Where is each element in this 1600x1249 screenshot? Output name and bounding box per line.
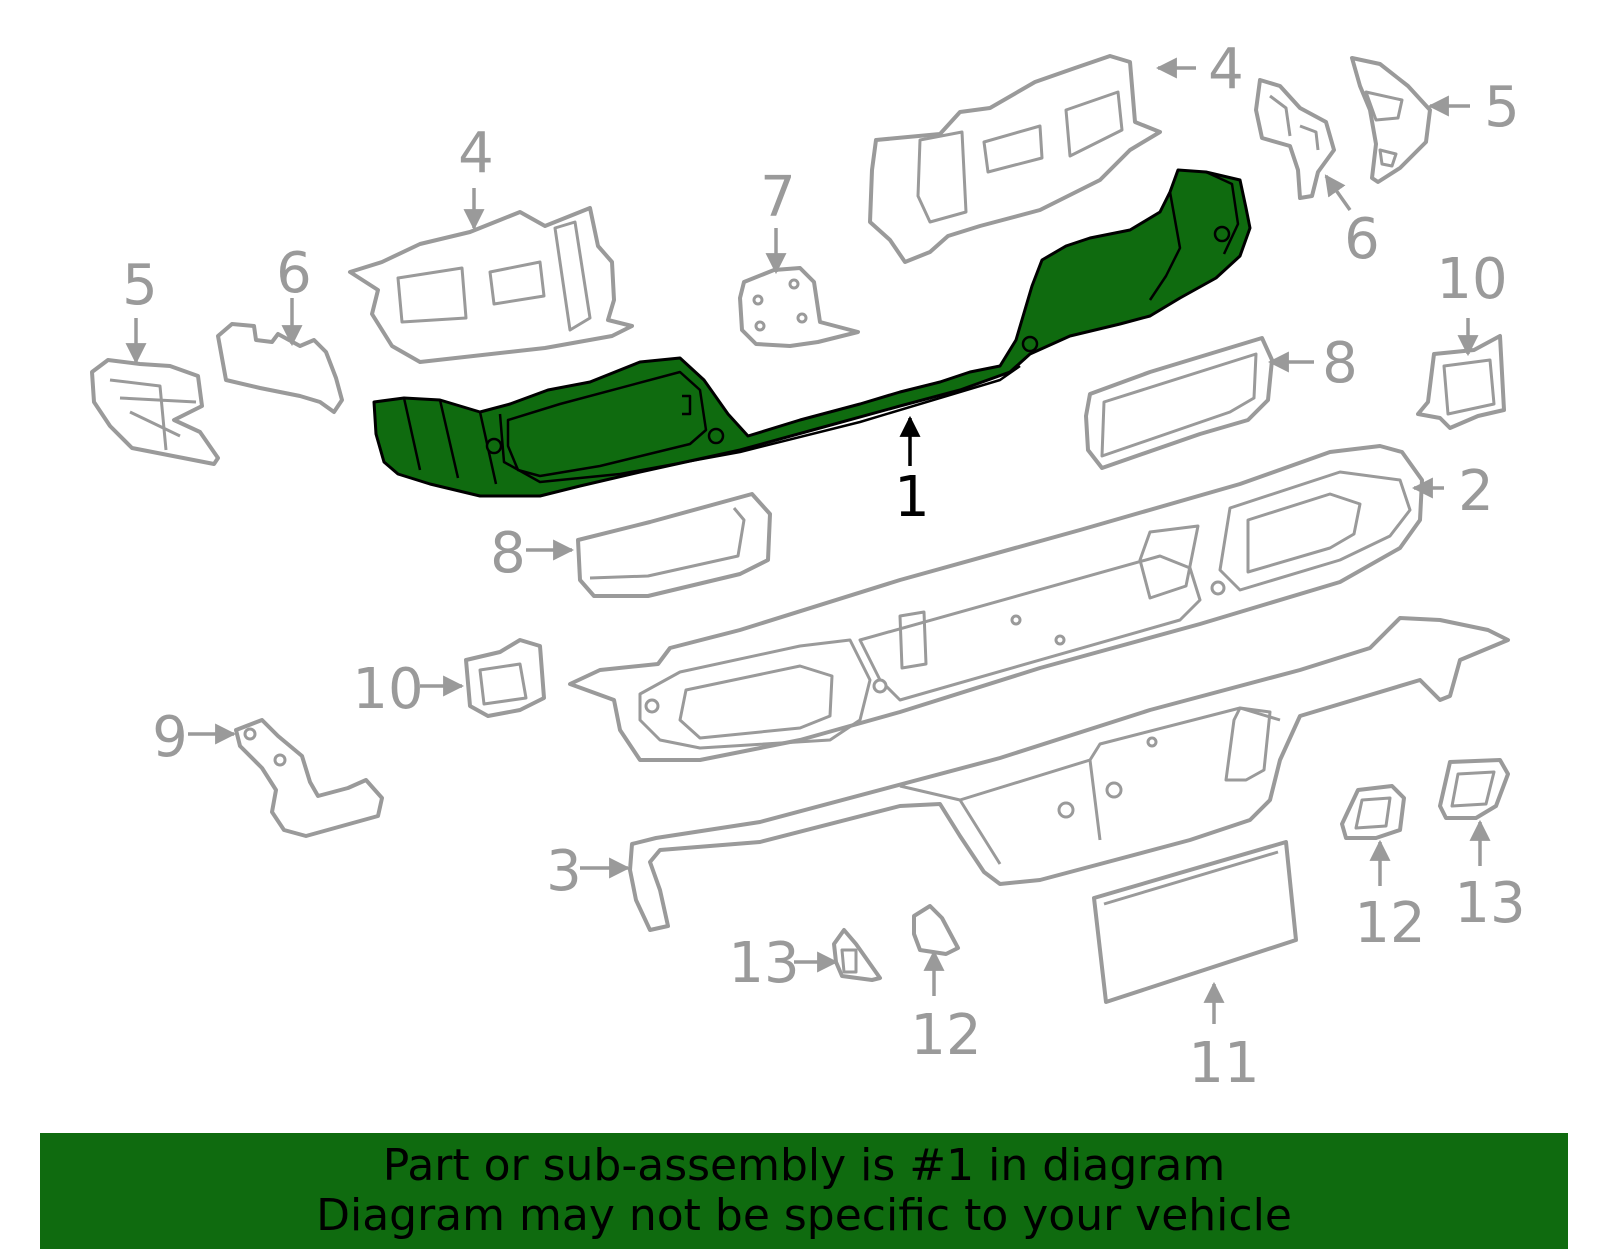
part-13-left-clip [832,928,882,982]
part-3-step-pad [628,616,1510,932]
callout-12-right: 12 [1354,891,1425,956]
part-13-right-clip [1438,758,1510,820]
callout-2: 2 [1458,459,1494,524]
callout-4-left: 4 [458,121,494,186]
callout-12-left: 12 [910,1003,981,1068]
part-12-right-clip [1340,784,1406,840]
part-8-right-reflector [1084,336,1274,470]
part-1-hole [485,437,503,455]
callout-4-right: 4 [1208,37,1244,102]
callout-6-left: 6 [276,241,312,306]
part-8-left-reflector [576,492,772,598]
part-5-right-bracket [1350,56,1432,184]
callout-labels: 1 2 3 4 4 5 5 6 6 7 8 8 9 10 10 11 12 12… [122,37,1525,1096]
part-4-left-bracket [348,206,634,364]
leader-lines [125,57,1491,1024]
callout-8-left: 8 [490,521,526,586]
part-7-bracket [738,266,860,348]
part-1-bumper-cover-highlighted [372,168,1252,498]
callout-6-right: 6 [1344,207,1380,272]
callout-5-left: 5 [122,253,158,318]
callout-1: 1 [894,465,930,530]
part-11-plate [1092,840,1298,1004]
callout-8-right: 8 [1322,331,1358,396]
callout-5-right: 5 [1484,75,1520,140]
callout-13-right: 13 [1454,871,1525,936]
part-2-bumper-beam [568,444,1424,762]
callout-10-right: 10 [1436,247,1507,312]
part-9-bracket [234,718,384,838]
part-1-hole [1213,225,1231,243]
callout-9: 9 [152,705,188,770]
banner-line-1: Part or sub-assembly is #1 in diagram [382,1140,1226,1191]
callout-13-left: 13 [728,931,799,996]
part-1-hole [1021,335,1039,353]
part-6-left-bracket [216,322,344,414]
part-4-right-bracket [868,54,1162,264]
part-6-right-bracket [1254,78,1336,200]
callout-3: 3 [546,839,582,904]
info-banner: Part or sub-assembly is #1 in diagram Di… [40,1133,1568,1249]
callout-11: 11 [1188,1031,1259,1096]
part-5-left-bracket [90,358,220,466]
part-1-hole [707,427,725,445]
part-12-left-clip [912,904,960,956]
part-10-left-bracket [464,638,546,718]
callout-10-left: 10 [352,657,423,722]
part-10-right-bracket [1416,334,1506,430]
callout-7: 7 [760,165,796,230]
banner-line-2: Diagram may not be specific to your vehi… [316,1190,1292,1241]
